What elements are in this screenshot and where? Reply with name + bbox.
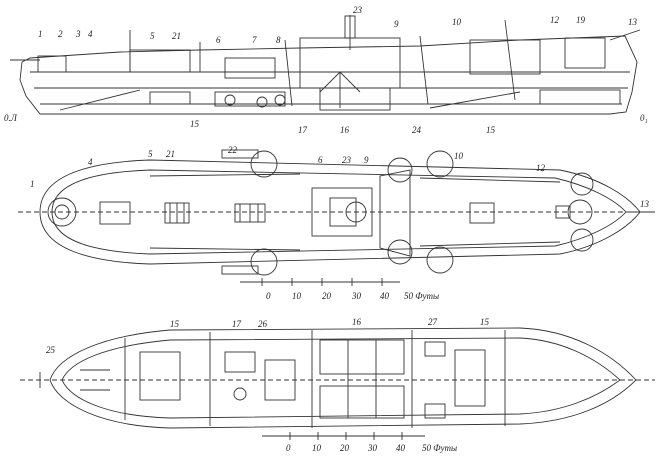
deck-scale-40: 40 xyxy=(380,291,389,301)
hold-label-15a: 15 xyxy=(170,319,179,329)
deck-plan xyxy=(18,149,655,276)
hold-scale-40: 40 xyxy=(396,443,405,453)
side-label-9: 9 xyxy=(394,19,399,29)
deck-scale-30: 30 xyxy=(352,291,361,301)
side-label-16: 16 xyxy=(340,125,349,135)
hold-label-16: 16 xyxy=(352,317,361,327)
deck-label-1: 1 xyxy=(30,179,35,189)
deck-label-10: 10 xyxy=(454,151,463,161)
side-profile xyxy=(10,15,641,115)
deck-scale-20: 20 xyxy=(322,291,331,301)
side-label-15a: 15 xyxy=(190,119,199,129)
deck-label-21: 21 xyxy=(166,149,175,159)
side-label-5: 5 xyxy=(150,31,155,41)
deck-label-4: 4 xyxy=(88,157,93,167)
frame-right-label: 0₁ xyxy=(640,113,648,123)
hold-label-27: 27 xyxy=(428,317,437,327)
deck-label-6: 6 xyxy=(318,155,323,165)
deck-label-9: 9 xyxy=(364,155,369,165)
deck-label-12: 12 xyxy=(536,163,545,173)
side-label-15b: 15 xyxy=(486,125,495,135)
side-label-1: 1 xyxy=(38,29,43,39)
hold-scale-10: 10 xyxy=(312,443,321,453)
side-label-24: 24 xyxy=(412,125,421,135)
side-label-3: 3 xyxy=(76,29,81,39)
side-label-13: 13 xyxy=(628,17,637,27)
hold-scale-bar xyxy=(262,432,425,440)
side-label-17: 17 xyxy=(298,125,307,135)
side-label-8: 8 xyxy=(276,35,281,45)
deck-scale-0: 0 xyxy=(266,291,271,301)
hold-scale-unit: 50 Футы xyxy=(422,443,458,453)
hold-scale-0: 0 xyxy=(286,443,291,453)
hold-scale-20: 20 xyxy=(340,443,349,453)
side-label-21: 21 xyxy=(172,31,181,41)
hold-label-17: 17 xyxy=(232,319,241,329)
side-label-2: 2 xyxy=(58,29,63,39)
hold-label-15b: 15 xyxy=(480,317,489,327)
side-label-4: 4 xyxy=(88,29,93,39)
side-label-10: 10 xyxy=(452,17,461,27)
deck-scale-10: 10 xyxy=(292,291,301,301)
deck-label-22: 22 xyxy=(228,145,237,155)
side-label-7: 7 xyxy=(252,35,257,45)
hold-plan xyxy=(20,327,655,429)
deck-label-5: 5 xyxy=(148,149,153,159)
side-label-19: 19 xyxy=(576,15,585,25)
side-label-23: 23 xyxy=(353,5,362,15)
hold-label-25: 25 xyxy=(46,345,55,355)
hold-scale-30: 30 xyxy=(368,443,377,453)
side-label-6: 6 xyxy=(216,35,221,45)
hold-label-26: 26 xyxy=(258,319,267,329)
deck-label-23: 23 xyxy=(342,155,351,165)
deck-label-13: 13 xyxy=(640,199,649,209)
deck-scale-unit: 50 Футы xyxy=(404,291,440,301)
side-label-12: 12 xyxy=(550,15,559,25)
frame-left-label: 0.Л xyxy=(4,113,17,123)
deck-scale-bar xyxy=(240,278,400,286)
